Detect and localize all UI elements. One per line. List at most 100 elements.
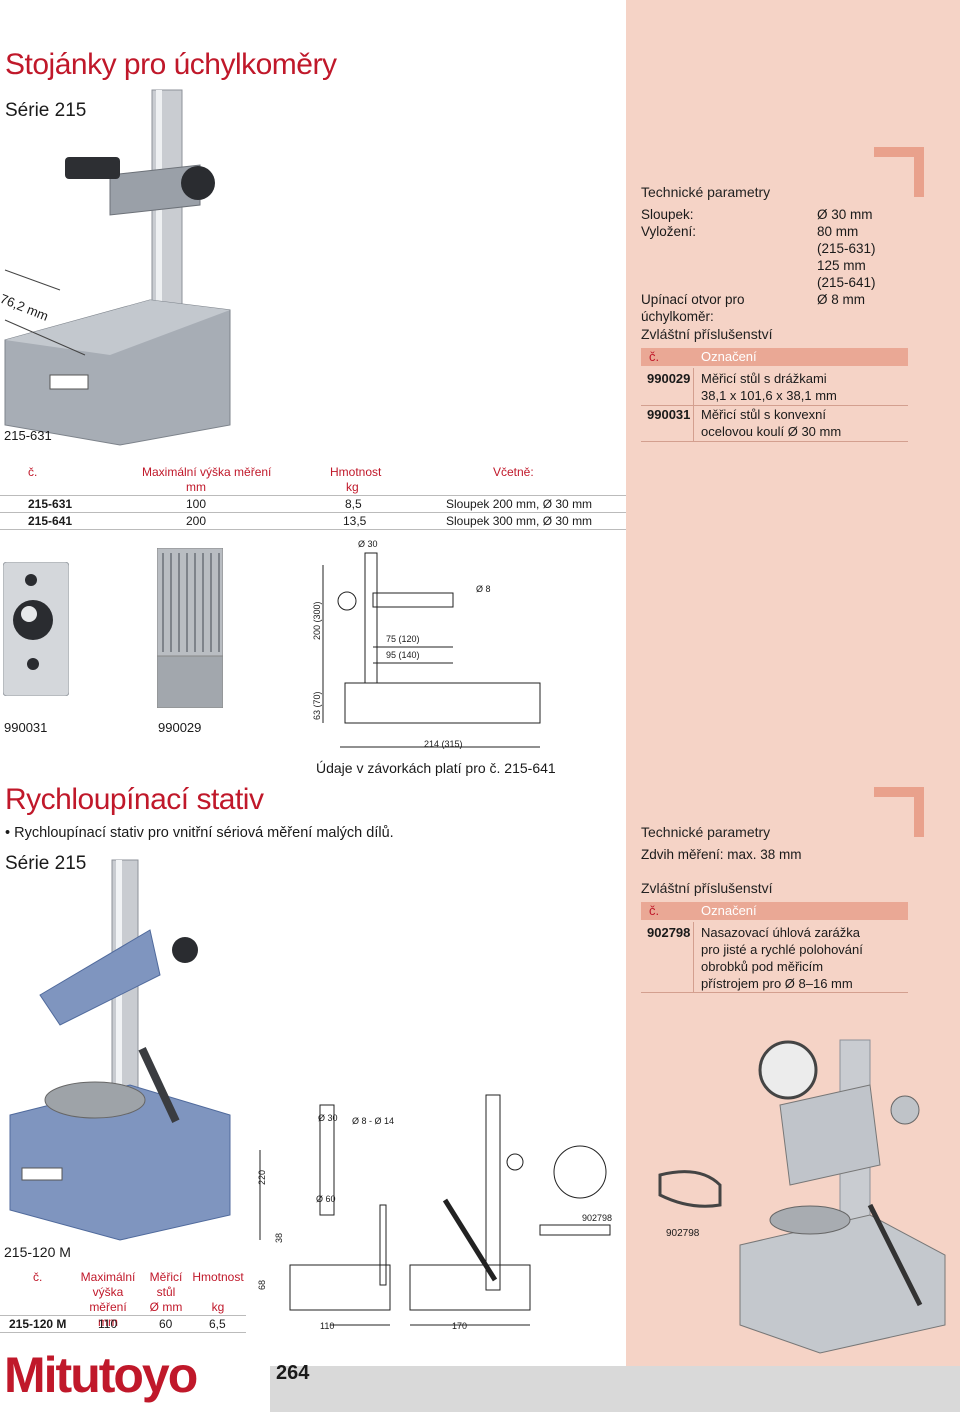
divider <box>641 992 908 993</box>
h-line: Ø mm <box>149 1300 183 1314</box>
tech-label: Sloupek: <box>641 207 694 222</box>
accessories-heading: Zvláštní příslušenství <box>641 880 773 896</box>
acc-item-line: Nasazovací úhlová zarážka <box>701 925 860 940</box>
tech-value: 125 mm <box>817 258 866 273</box>
acc-photo-990029 <box>156 547 224 709</box>
divider <box>0 1332 246 1333</box>
acc-item-no: 990031 <box>647 407 691 422</box>
corner-accent <box>874 787 924 837</box>
table2-h-no: č. <box>33 1270 43 1284</box>
dim-h63: 63 (70) <box>312 691 322 720</box>
tech-value: (215-631) <box>817 241 876 256</box>
h-line <box>192 1285 244 1300</box>
page-number: 264 <box>276 1362 310 1384</box>
acc-item-no: 990029 <box>647 371 691 386</box>
note-parentheses: Údaje v závorkách platí pro č. 215-641 <box>316 760 556 776</box>
table2-h-table: Měřicí stůl Ø mm <box>146 1270 186 1315</box>
col-divider <box>693 922 694 992</box>
h-line: Měřicí <box>149 1270 183 1284</box>
tech-value: Ø 30 mm <box>817 207 873 222</box>
technical-drawing-1 <box>305 535 550 750</box>
mitutoyo-logo: Mitutoyo <box>4 1347 198 1403</box>
divider <box>0 495 626 496</box>
table-h-no: č. <box>28 465 38 479</box>
footer-gray-bar <box>270 1366 960 1412</box>
corner-accent <box>874 147 924 197</box>
dim-d30: Ø 30 <box>358 539 378 549</box>
table2-h-height: Maximální výška měření mm <box>78 1270 138 1330</box>
dim-h68: 68 <box>257 1279 267 1290</box>
tech-heading: Technické parametry <box>641 824 771 840</box>
h-line: kg <box>211 1300 225 1314</box>
tech-label <box>641 240 817 257</box>
divider <box>0 529 626 530</box>
table-cell-height: 100 <box>186 497 207 511</box>
table2-cell-height: 110 <box>98 1317 118 1331</box>
technical-drawing-2 <box>250 1090 630 1330</box>
photo-caption-215-120M: 215-120 M <box>4 1244 71 1260</box>
stand-photo-215-120M <box>0 855 245 1260</box>
section1-series: Série 215 <box>5 100 87 121</box>
h-line: Maximální <box>80 1270 136 1284</box>
col-name: Označení <box>701 349 757 364</box>
acc-item-line: Měřicí stůl s konvexní <box>701 407 826 422</box>
tech-label: Vyložení: <box>641 224 697 239</box>
col-no: č. <box>649 349 660 364</box>
dim-acc-label: 902798 <box>582 1213 613 1223</box>
acc-item-line: pro jisté a rychlé polohování <box>701 942 863 957</box>
table-h-weight: Hmotnost <box>330 465 382 479</box>
dim-d8: Ø 8 <box>476 584 491 594</box>
acc-photo-label: 902798 <box>666 1228 700 1239</box>
col-name: Označení <box>701 903 757 918</box>
table-h-weight-unit: kg <box>346 480 359 494</box>
h-line: Hmotnost <box>192 1270 244 1284</box>
accessories-header: č. Označení <box>641 902 908 920</box>
tech-params-1: Sloupek: Ø 30 mm Vyložení: 80 mm (215-631)… <box>641 206 901 325</box>
acc-item-line: obrobků pod měřicím <box>701 959 824 974</box>
section2-series: Série 215 <box>5 853 87 874</box>
tech-label <box>641 257 817 274</box>
acc-caption: 990029 <box>158 720 202 735</box>
table-cell-height: 200 <box>186 514 207 528</box>
section1-title: Stojánky pro úchylkoměry <box>5 48 337 81</box>
tech-row: Zdvih měření: max. 38 mm <box>641 847 802 862</box>
photo-caption-215-631: 215-631 <box>4 428 52 443</box>
table2-cell-no: 215-120 M <box>9 1317 67 1331</box>
table-cell-no: 215-631 <box>28 497 73 511</box>
acc-photo-902798 <box>640 1025 955 1355</box>
acc-item-line: Měřicí stůl s drážkami <box>701 371 827 386</box>
table-cell-weight: 8,5 <box>345 497 362 511</box>
dim-h200: 200 (300) <box>312 601 322 640</box>
tech-value: 80 mm <box>817 224 859 239</box>
dim-d60: Ø 60 <box>316 1194 336 1204</box>
table-h-height-unit: mm <box>186 480 206 494</box>
h-line: mm <box>98 1315 118 1329</box>
section2-bullet: • Rychloupínací stativ pro vnitřní sério… <box>5 825 394 842</box>
acc-photo-990031 <box>2 561 70 697</box>
table-cell-incl: Sloupek 200 mm, Ø 30 mm <box>446 497 593 511</box>
divider <box>641 405 908 406</box>
tech-label <box>641 274 817 291</box>
tech-heading: Technické parametry <box>641 184 771 200</box>
tech-value: Ø 8 mm <box>817 292 866 307</box>
h-line: výška měření <box>89 1285 127 1314</box>
dim-d30: Ø 30 <box>318 1113 338 1123</box>
accessories-header: č. Označení <box>641 348 908 366</box>
stand-photo-215-631 <box>0 85 260 455</box>
table-h-height: Maximální výška měření <box>142 465 272 479</box>
col-no: č. <box>649 903 660 918</box>
dim-h220: 220 <box>257 1169 267 1185</box>
acc-caption: 990031 <box>4 720 48 735</box>
dim-w214: 214 (315) <box>424 739 463 749</box>
table2-cell-table: 60 <box>159 1317 173 1331</box>
dim-h38: 38 <box>274 1232 284 1243</box>
divider <box>0 512 626 513</box>
bullet-text: Rychloupínací stativ pro vnitřní sériová… <box>14 825 394 841</box>
dim-w75: 75 (120) <box>386 634 420 644</box>
table-cell-no: 215-641 <box>28 514 73 528</box>
acc-item-line: přístrojem pro Ø 8–16 mm <box>701 976 853 991</box>
table2-h-weight: Hmotnost kg <box>192 1270 244 1315</box>
divider <box>641 441 908 442</box>
dim-w110: 110 <box>320 1321 335 1331</box>
accessories-heading: Zvláštní příslušenství <box>641 326 773 342</box>
